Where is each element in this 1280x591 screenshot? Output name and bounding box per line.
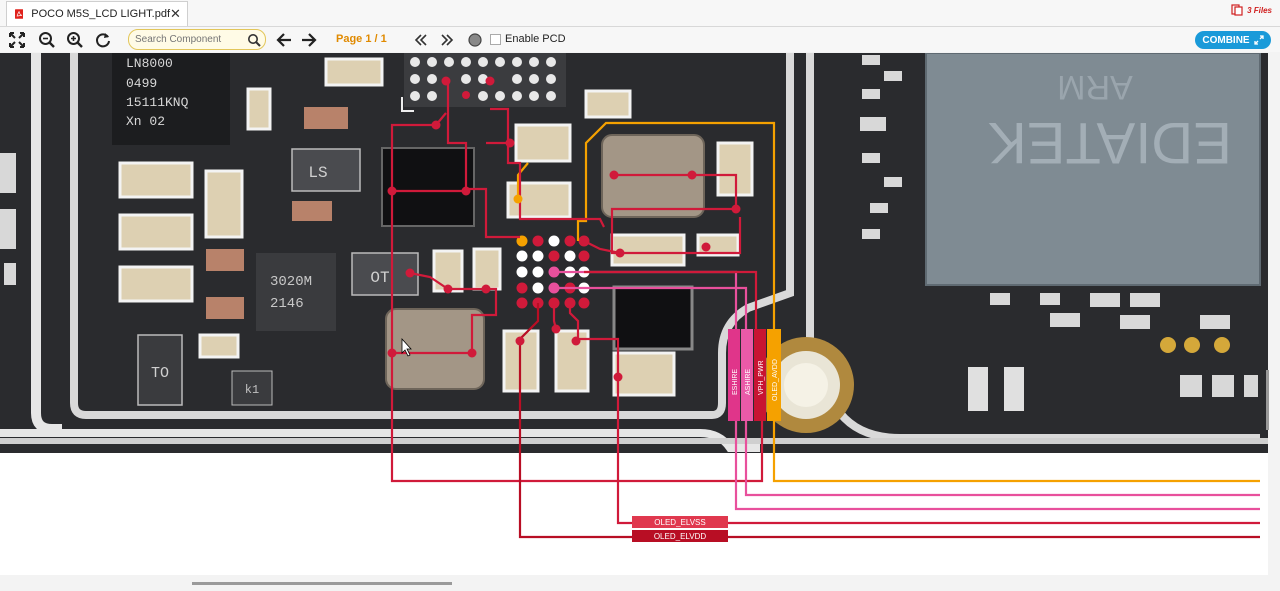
zoom-out-button[interactable] xyxy=(36,29,58,51)
enable-pcd-label: Enable PCD xyxy=(505,33,566,45)
last-page-button[interactable] xyxy=(436,29,458,51)
board-image: ARM EDIATEK LN8000 0499 15111KNQ Xn 02 3… xyxy=(0,53,1268,575)
fit-icon xyxy=(9,32,25,48)
fit-button[interactable] xyxy=(6,29,28,51)
enable-pcd-checkbox[interactable] xyxy=(490,33,501,45)
close-icon[interactable]: ✕ xyxy=(170,6,181,21)
small-ic2-text: OT xyxy=(370,269,389,287)
arrow-left-icon xyxy=(276,33,291,47)
board-viewport[interactable]: ARM EDIATEK LN8000 0499 15111KNQ Xn 02 3… xyxy=(0,53,1268,575)
small-ic4-text: k1 xyxy=(245,383,259,397)
chip1-line4: Xn 02 xyxy=(126,114,165,129)
chip2-line2: 2146 xyxy=(270,296,304,312)
chip1-line1: LN8000 xyxy=(126,56,173,71)
small-ic3-text: TO xyxy=(151,365,169,382)
refresh-button[interactable] xyxy=(92,29,114,51)
arrow-right-icon xyxy=(302,33,317,47)
net-label-eshire: ESHIRE xyxy=(732,369,739,395)
tab-title: POCO M5S_LCD LIGHT.pdf xyxy=(31,8,171,20)
small-ic1-text: LS xyxy=(308,164,327,182)
zoom-out-icon xyxy=(39,32,55,48)
chip1-line2: 0499 xyxy=(126,76,157,91)
soc-mediatek-text: EDIATEK xyxy=(988,110,1232,175)
oled-elvdd-label: OLED_ELVDD xyxy=(654,532,707,541)
net-label-oled-avdd: OLED_AVDD xyxy=(772,359,779,401)
combine-button[interactable]: COMBINE xyxy=(1195,31,1271,49)
combine-icon xyxy=(1253,35,1264,45)
pcd-indicator[interactable] xyxy=(464,29,486,51)
search-input[interactable] xyxy=(129,33,241,46)
horizontal-scrollbar[interactable] xyxy=(192,582,452,585)
tab-bar: POCO M5S_LCD LIGHT.pdf ✕ 3 Files xyxy=(0,0,1280,27)
pdf-icon xyxy=(15,9,24,19)
oled-elvss-label: OLED_ELVSS xyxy=(654,518,705,527)
soc-arm-text: ARM xyxy=(1057,68,1133,106)
combine-label: COMBINE xyxy=(1202,34,1250,46)
first-page-button[interactable] xyxy=(410,29,432,51)
zoom-in-button[interactable] xyxy=(64,29,86,51)
search-icon[interactable] xyxy=(247,33,261,47)
previous-button[interactable] xyxy=(273,29,295,51)
next-button[interactable] xyxy=(298,29,320,51)
toolbar: Page 1 / 1 Enable PCD COMBINE xyxy=(0,27,1280,52)
chip2-line1: 3020M xyxy=(270,274,312,290)
files-icon xyxy=(1231,4,1243,16)
search-box[interactable] xyxy=(128,29,266,50)
double-right-icon xyxy=(441,34,454,46)
zoom-in-icon xyxy=(67,32,83,48)
refresh-icon xyxy=(96,33,110,48)
net-label-ashire: ASHIRE xyxy=(745,369,752,395)
chip1-line3: 15111KNQ xyxy=(126,95,189,110)
double-left-icon xyxy=(414,34,427,46)
enable-pcd-toggle[interactable]: Enable PCD xyxy=(490,33,566,45)
files-indicator[interactable]: 3 Files xyxy=(1231,4,1272,16)
files-label: 3 Files xyxy=(1247,5,1272,15)
vertical-scrollbar[interactable] xyxy=(1266,370,1269,430)
page-indicator: Page 1 / 1 xyxy=(336,33,387,45)
mouse-cursor xyxy=(401,337,412,357)
document-tab[interactable]: POCO M5S_LCD LIGHT.pdf ✕ xyxy=(6,1,188,26)
circle-icon xyxy=(468,33,482,47)
net-label-vph-pwr: VPH_PWR xyxy=(758,360,765,395)
